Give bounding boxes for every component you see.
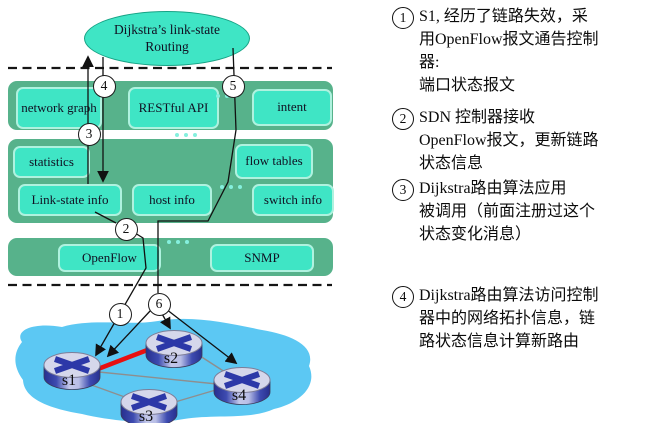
note-line: SDN 控制器接收 bbox=[419, 109, 536, 126]
note-item: 1 S1, 经历了链路失效，采 用OpenFlow报文通告控制 器: 端口状态报… bbox=[392, 5, 599, 97]
note-line: S1, 经历了链路失效，采 bbox=[419, 8, 588, 25]
ellipsis-dots bbox=[175, 133, 197, 137]
note-line: 路状态信息计算新路由 bbox=[419, 333, 580, 350]
note-line: 状态变化消息） bbox=[419, 226, 532, 243]
note-number: 4 bbox=[392, 286, 414, 308]
notes-panel: 1 S1, 经历了链路失效，采 用OpenFlow报文通告控制 器: 端口状态报… bbox=[392, 0, 660, 423]
note-item: 2 SDN 控制器接收 OpenFlow报文，更新链路 状态信息 bbox=[392, 106, 599, 175]
link-s1-s3 bbox=[85, 382, 134, 401]
box-snmp-label: SNMP bbox=[244, 249, 280, 265]
note-line: Dijkstra路由算法访问控制 bbox=[419, 287, 599, 304]
note-number: 1 bbox=[392, 7, 414, 29]
box-statistics: statistics bbox=[13, 146, 90, 178]
switch-top bbox=[43, 352, 101, 378]
box-snmp: SNMP bbox=[210, 244, 314, 272]
box-link-state-info: Link-state info bbox=[18, 184, 122, 216]
link-s2-s4 bbox=[196, 353, 229, 375]
switch-x-icon bbox=[131, 393, 167, 411]
callout-4: 4 bbox=[92, 74, 116, 98]
switch-s2-label: s2 bbox=[164, 350, 178, 367]
note-line: Dijkstra路由算法应用 bbox=[419, 180, 567, 197]
callout-3: 3 bbox=[77, 122, 101, 146]
note-line: 器中的网络拓扑信息，链 bbox=[419, 310, 596, 327]
box-network-graph-label: network graph bbox=[21, 99, 97, 115]
note-line: 用OpenFlow报文通告控制 bbox=[419, 31, 599, 48]
network-cloud bbox=[15, 318, 312, 422]
box-link-state-info-label: Link-state info bbox=[31, 191, 109, 207]
callout-5: 5 bbox=[221, 74, 245, 98]
ellipsis-dots bbox=[167, 240, 189, 244]
note-line: 器: bbox=[419, 54, 440, 71]
note-number: 3 bbox=[392, 179, 414, 201]
box-intent: intent bbox=[252, 89, 332, 126]
switch-s4: s4 bbox=[213, 367, 271, 405]
failed-link-s1-s2 bbox=[97, 346, 151, 372]
box-openflow-label: OpenFlow bbox=[82, 249, 137, 265]
box-switch-info: switch info bbox=[252, 184, 334, 216]
switch-s1: s1 bbox=[43, 352, 101, 390]
box-restful-api-label: RESTful API bbox=[138, 99, 209, 115]
arrow-c6-to-s4 bbox=[165, 308, 238, 365]
note-line: 被调用（前面注册过这个 bbox=[419, 203, 596, 220]
switch-s2: s2 bbox=[145, 330, 203, 368]
routing-app-ellipse: Dijkstra’s link-state Routing bbox=[84, 11, 250, 66]
box-statistics-label: statistics bbox=[29, 153, 74, 169]
switch-top bbox=[120, 389, 178, 415]
switch-s3-label: s3 bbox=[139, 408, 153, 423]
switch-x-icon bbox=[224, 371, 260, 389]
box-intent-label: intent bbox=[277, 99, 307, 115]
routing-app-label-line1: Dijkstra’s link-state bbox=[113, 22, 221, 38]
box-switch-info-label: switch info bbox=[263, 191, 323, 207]
note-item: 4 Dijkstra路由算法访问控制 器中的网络拓扑信息，链 路状态信息计算新路… bbox=[392, 284, 599, 353]
box-openflow: OpenFlow bbox=[58, 244, 161, 272]
switch-s3: s3 bbox=[120, 389, 178, 423]
callout-1: 1 bbox=[108, 302, 132, 326]
callout-6: 6 bbox=[147, 292, 171, 316]
callout-2: 2 bbox=[114, 217, 138, 241]
link-s3-s4 bbox=[174, 388, 220, 403]
switch-s4-label: s4 bbox=[232, 387, 246, 404]
switch-top bbox=[213, 367, 271, 393]
box-flow-tables-label: flow tables bbox=[245, 153, 303, 169]
switch-s1-label: s1 bbox=[62, 372, 76, 389]
note-line: 状态信息 bbox=[419, 155, 484, 172]
box-restful-api: RESTful API bbox=[128, 87, 219, 129]
switch-top bbox=[145, 330, 203, 356]
box-flow-tables: flow tables bbox=[235, 144, 313, 179]
note-item: 3 Dijkstra路由算法应用 被调用（前面注册过这个 状态变化消息） bbox=[392, 177, 595, 246]
switch-x-icon bbox=[156, 334, 192, 352]
note-line: OpenFlow报文，更新链路 bbox=[419, 132, 599, 149]
note-line: 端口状态报文 bbox=[419, 77, 516, 94]
routing-app-label-line2: Routing bbox=[145, 38, 189, 54]
note-number: 2 bbox=[392, 108, 414, 130]
box-host-info: host info bbox=[132, 184, 212, 216]
ellipsis-dots bbox=[220, 185, 242, 189]
link-s1-s4 bbox=[98, 371, 218, 385]
box-host-info-label: host info bbox=[149, 191, 195, 207]
switch-x-icon bbox=[54, 356, 90, 374]
